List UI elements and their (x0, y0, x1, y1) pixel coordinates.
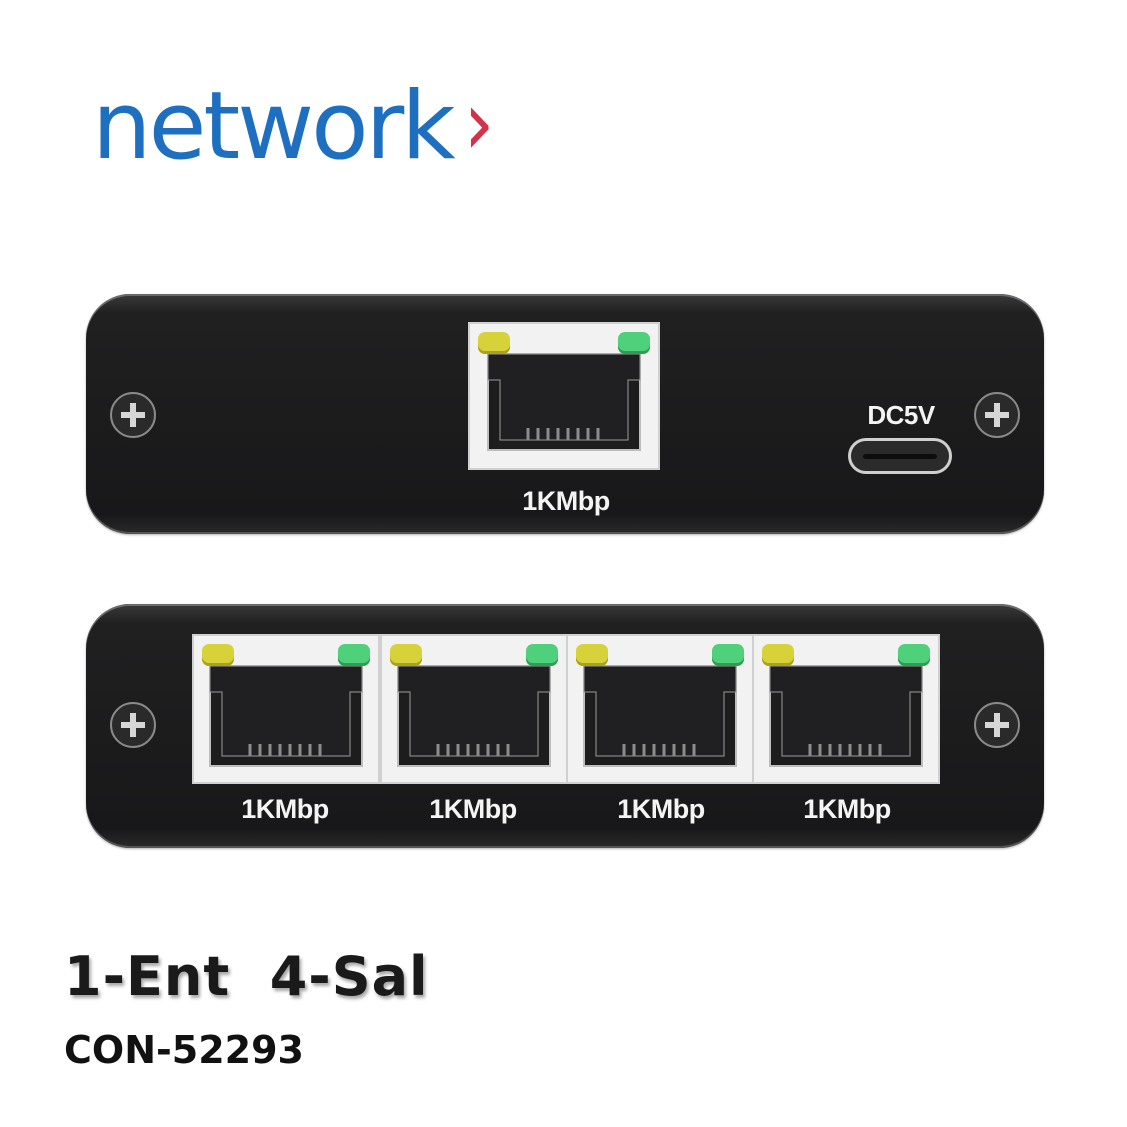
screw-icon (974, 702, 1020, 748)
ethernet-port-output-2[interactable] (380, 634, 568, 784)
rj45-socket-icon (209, 665, 363, 767)
model-number: CON-52293 (64, 1028, 304, 1072)
brand-chevron-icon: › (463, 71, 495, 176)
usb-c-slot (863, 454, 937, 459)
led-green (898, 644, 930, 666)
rj45-socket-icon (397, 665, 551, 767)
led-yellow (202, 644, 234, 666)
rj45-socket-icon (583, 665, 737, 767)
led-green (712, 644, 744, 666)
led-green (618, 332, 650, 354)
ethernet-port-output-3[interactable] (566, 634, 754, 784)
product-title: 1-Ent 4-Sal (64, 945, 429, 1008)
screw-icon (974, 392, 1020, 438)
brand-logo: network › (92, 72, 497, 182)
rj45-socket-icon (769, 665, 923, 767)
screw-icon (110, 702, 156, 748)
brand-name: network (92, 72, 456, 181)
screw-icon (110, 392, 156, 438)
usb-c-port-icon[interactable] (848, 438, 952, 474)
ethernet-port-output-4[interactable] (752, 634, 940, 784)
output-port-label-3: 1KMbp (617, 794, 705, 824)
rj45-socket-icon (487, 353, 641, 451)
output-port-label-4: 1KMbp (803, 794, 891, 824)
ethernet-port-input[interactable] (468, 322, 660, 470)
ethernet-port-output-1[interactable] (192, 634, 380, 784)
led-green (526, 644, 558, 666)
led-green (338, 644, 370, 666)
output-port-label-2: 1KMbp (429, 794, 517, 824)
led-yellow (762, 644, 794, 666)
input-panel: 1KMbp DC5V (86, 294, 1044, 534)
output-panel: 1KMbp 1KMbp (86, 604, 1044, 848)
led-yellow (390, 644, 422, 666)
led-yellow (478, 332, 510, 354)
power-label: DC5V (867, 400, 935, 430)
input-port-label: 1KMbp (522, 486, 610, 516)
output-port-label-1: 1KMbp (241, 794, 329, 824)
led-yellow (576, 644, 608, 666)
